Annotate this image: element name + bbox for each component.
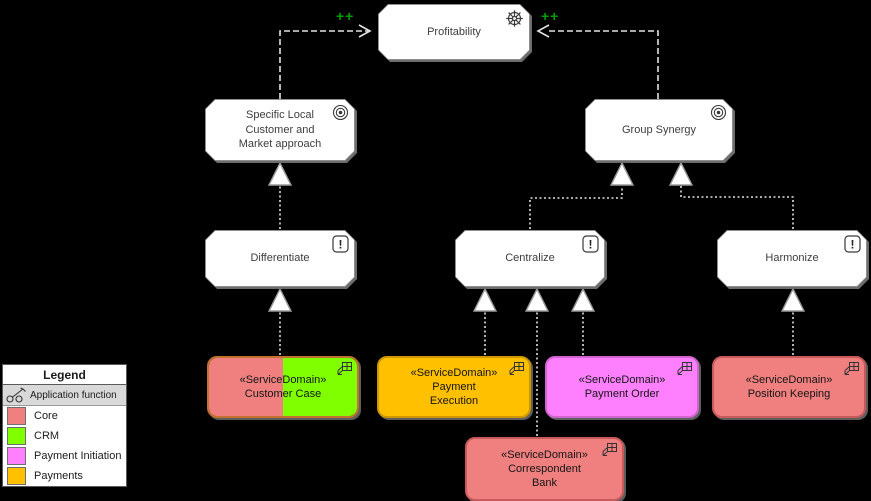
legend-row-label: Payment Initiation (34, 450, 122, 462)
node-service-domain-payment-order[interactable]: «ServiceDomain» Payment Order (545, 356, 699, 418)
influence-arrow-specific-local-to-profitability[interactable] (279, 24, 372, 99)
legend-row-payment-initiation: Payment Initiation (3, 446, 126, 466)
legend-application-function-row: Application function (3, 385, 126, 406)
realization-arrow-payment-order-to-centralize[interactable] (570, 287, 596, 355)
legend-row-core: Core (3, 406, 126, 426)
color-swatch (7, 407, 26, 425)
node-principle-harmonize[interactable]: ! Harmonize (717, 230, 867, 287)
svg-text:!: ! (851, 238, 855, 252)
node-label: Centralize (505, 252, 555, 265)
node-fill (379, 5, 529, 59)
realization-arrow-customer-case-to-differentiate[interactable] (267, 287, 293, 355)
node-label: Payment Order (584, 388, 660, 400)
node-label: Correspondent Bank (508, 462, 581, 490)
node-goal-specific-local-customer-and-market-approach[interactable]: Specific Local Customer and Market appro… (205, 99, 355, 161)
realization-arrow-differentiate-to-specific-local[interactable] (267, 161, 293, 229)
node-stereotype: «ServiceDomain» (410, 366, 498, 379)
application-function-icon (337, 362, 352, 375)
node-label: Position Keeping (747, 388, 831, 400)
node-label: Harmonize (765, 252, 819, 265)
realization-arrow-harmonize-to-group-synergy[interactable] (668, 161, 794, 229)
legend-row-label: CRM (34, 430, 60, 442)
principle-icon: ! (844, 235, 861, 253)
goal-icon (332, 104, 349, 121)
influence-weight-label-right: ++ (541, 8, 560, 24)
node-stereotype: «ServiceDomain» (501, 448, 588, 461)
driver-icon (505, 9, 524, 28)
application-function-legend-icon (5, 387, 27, 403)
node-driver-profitability[interactable]: Profitability (378, 4, 530, 60)
node-service-domain-correspondent-bank[interactable]: «ServiceDomain» Correspondent Bank (465, 437, 624, 501)
fill-core-half (209, 358, 283, 416)
principle-icon: ! (332, 235, 349, 253)
color-swatch (7, 447, 26, 465)
node-fill (456, 231, 604, 286)
node-label: Profitability (427, 25, 481, 38)
application-function-icon (509, 362, 524, 375)
node-stereotype: «ServiceDomain» (239, 373, 327, 386)
node-goal-group-synergy[interactable]: Group Synergy (585, 99, 733, 161)
application-function-icon (602, 443, 617, 456)
legend-title: Legend (3, 365, 126, 385)
goal-icon (710, 104, 727, 121)
node-principle-differentiate[interactable]: ! Differentiate (205, 230, 355, 287)
node-service-domain-position-keeping[interactable]: «ServiceDomain» Position Keeping (712, 356, 866, 418)
node-label: Group Synergy (622, 123, 696, 136)
realization-arrow-payment-execution-to-centralize[interactable] (472, 287, 498, 355)
node-principle-centralize[interactable]: ! Centralize (455, 230, 605, 287)
color-swatch (7, 467, 26, 485)
legend-row-label: Core (34, 410, 58, 422)
node-label: Payment Execution (429, 380, 479, 408)
node-fill (206, 231, 354, 286)
legend: Legend Application function Core CRM Pay (2, 364, 127, 487)
node-service-domain-payment-execution[interactable]: «ServiceDomain» Payment Execution (377, 356, 531, 418)
influence-arrow-group-synergy-to-profitability[interactable] (536, 24, 659, 99)
application-function-icon (677, 362, 692, 375)
node-label: Differentiate (250, 252, 310, 265)
node-fill (206, 100, 354, 160)
node-fill (586, 100, 732, 160)
principle-icon: ! (582, 235, 599, 253)
node-stereotype: «ServiceDomain» (745, 373, 833, 386)
node-label: Customer Case (244, 388, 322, 400)
node-fill (718, 231, 866, 286)
realization-arrow-centralize-to-group-synergy[interactable] (529, 161, 635, 229)
application-function-icon (844, 362, 859, 375)
node-label: Specific Local Customer and Market appro… (238, 108, 322, 151)
node-stereotype: «ServiceDomain» (578, 373, 666, 386)
fill-crm-half (283, 358, 357, 416)
svg-text:!: ! (589, 238, 593, 252)
legend-row-label: Payments (34, 470, 83, 482)
legend-row-payments: Payments (3, 466, 126, 486)
legend-row-label: Application function (30, 389, 117, 401)
node-service-domain-customer-case[interactable]: «ServiceDomain» Customer Case (207, 356, 359, 418)
realization-arrow-correspondent-bank-to-centralize[interactable] (524, 287, 550, 436)
legend-row-crm: CRM (3, 426, 126, 446)
influence-weight-label-left: ++ (336, 8, 355, 24)
color-swatch (7, 427, 26, 445)
realization-arrow-position-keeping-to-harmonize[interactable] (780, 287, 806, 355)
svg-text:!: ! (339, 238, 343, 252)
